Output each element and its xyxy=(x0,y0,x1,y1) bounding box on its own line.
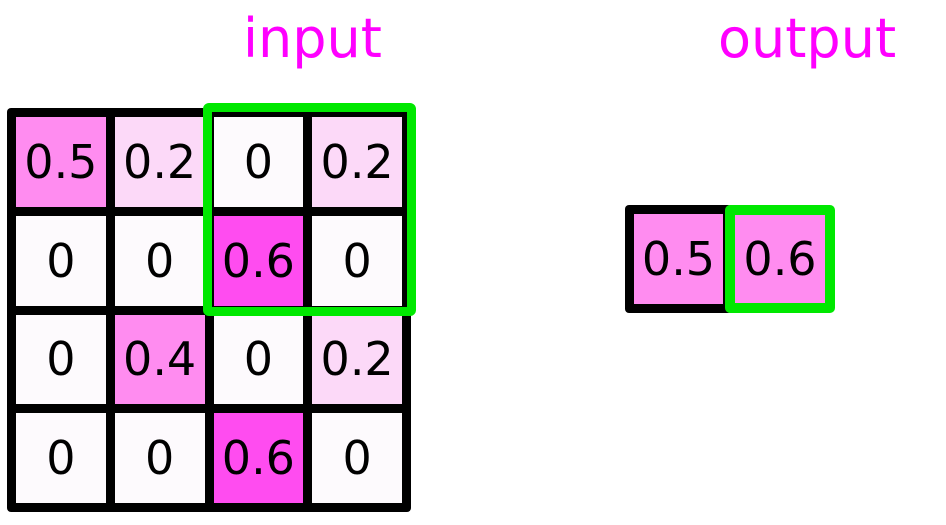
input-cell[interactable]: 0 xyxy=(16,215,106,306)
input-cell[interactable]: 0 xyxy=(114,215,205,306)
input-cell[interactable]: 0 xyxy=(16,314,106,405)
input-cell[interactable]: 0.2 xyxy=(312,314,402,405)
input-cell[interactable]: 0.4 xyxy=(114,314,205,405)
input-matrix: 0.5 0.2 0 0.2 0 0 0.6 0 0 0.4 0 0.2 0 0 … xyxy=(7,108,411,512)
output-cell-wrapper-highlighted[interactable]: 0.6 xyxy=(725,205,835,313)
output-cell-wrapper[interactable]: 0.5 xyxy=(625,205,732,313)
input-cell[interactable]: 0 xyxy=(114,413,205,503)
input-cell[interactable]: 0 xyxy=(312,413,402,503)
input-matrix-cells: 0.5 0.2 0 0.2 0 0 0.6 0 0 0.4 0 0.2 0 0 … xyxy=(7,108,411,512)
output-title: output xyxy=(718,7,897,70)
output-cell: 0.5 xyxy=(634,214,723,304)
output-matrix: 0.5 0.6 xyxy=(625,205,835,313)
input-title: input xyxy=(243,7,382,70)
input-cell[interactable]: 0.5 xyxy=(16,117,106,207)
input-cell[interactable]: 0 xyxy=(312,215,402,306)
input-cell[interactable]: 0.2 xyxy=(114,117,205,207)
input-cell[interactable]: 0 xyxy=(213,117,304,207)
input-cell[interactable]: 0.6 xyxy=(213,413,304,503)
input-cell[interactable]: 0.6 xyxy=(213,215,304,306)
input-cell[interactable]: 0.2 xyxy=(312,117,402,207)
output-cell: 0.6 xyxy=(735,215,825,303)
input-cell[interactable]: 0 xyxy=(213,314,304,405)
input-cell[interactable]: 0 xyxy=(16,413,106,503)
